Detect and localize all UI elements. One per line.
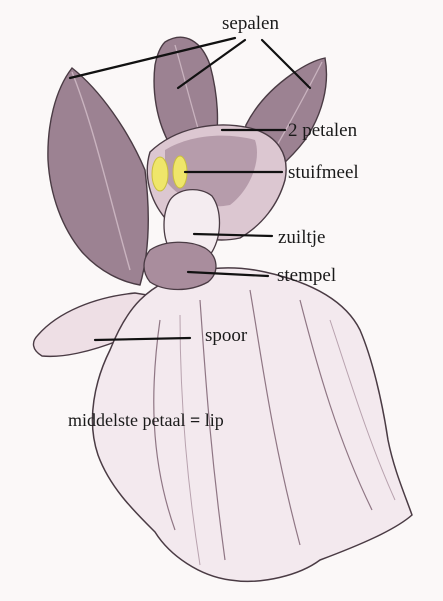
label-stempel: stempel bbox=[277, 266, 336, 285]
label-spoor: spoor bbox=[205, 326, 247, 345]
label-lip-left: middelste petaal bbox=[68, 410, 185, 430]
label-stuifmeel: stuifmeel bbox=[288, 163, 359, 182]
label-sepalen: sepalen bbox=[222, 14, 279, 33]
label-lip-equals: = bbox=[190, 410, 200, 430]
label-lip-right: lip bbox=[205, 410, 224, 430]
pollinium-left bbox=[152, 157, 168, 191]
sepal-left bbox=[48, 68, 148, 285]
label-petalen: 2 petalen bbox=[288, 121, 357, 140]
label-lip: middelste petaal = lip bbox=[68, 411, 224, 429]
label-zuiltje: zuiltje bbox=[278, 228, 325, 247]
stigma-shape bbox=[144, 242, 216, 289]
